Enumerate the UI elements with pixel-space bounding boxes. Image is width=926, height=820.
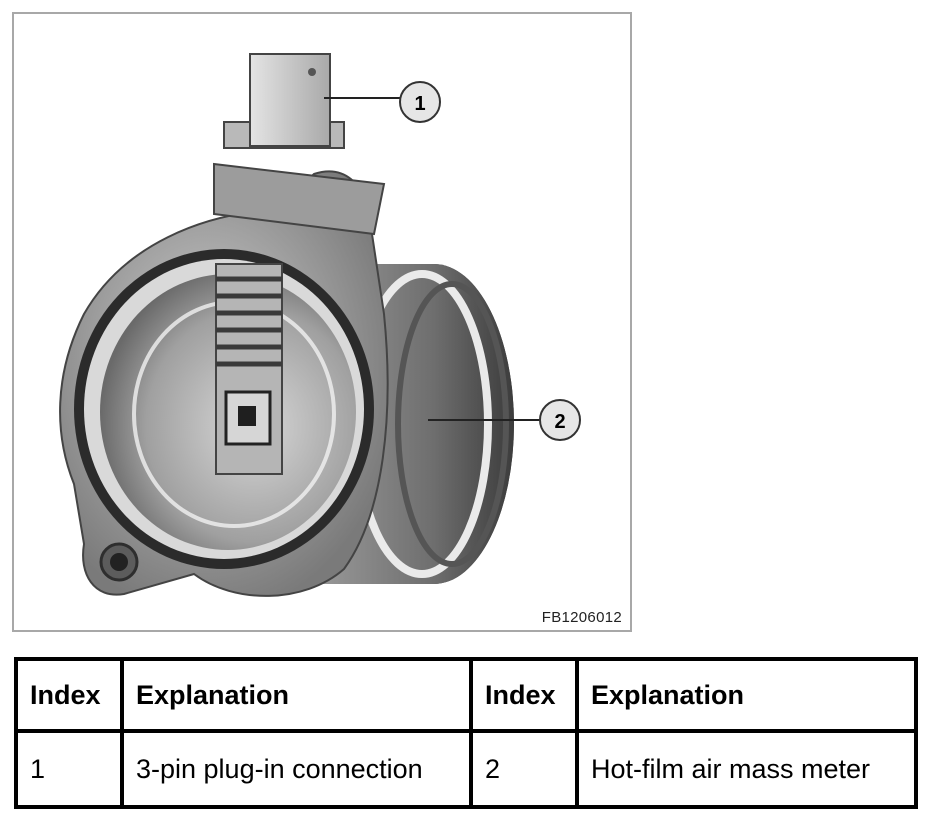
cell-index-1: 1 xyxy=(14,729,124,809)
table-row: 1 3-pin plug-in connection 2 Hot-film ai… xyxy=(14,729,918,809)
cell-explanation-2: Hot-film air mass meter xyxy=(575,729,918,809)
header-index-1: Index xyxy=(14,657,124,733)
legend-table: Index Explanation Index Explanation 1 3-… xyxy=(14,657,918,809)
cell-explanation-1: 3-pin plug-in connection xyxy=(120,729,473,809)
callout-2: 2 xyxy=(428,399,581,441)
plug-connector xyxy=(213,53,386,236)
callout-1: 1 xyxy=(324,81,441,123)
cell-index-2: 2 xyxy=(469,729,579,809)
callout-1-label: 1 xyxy=(414,93,425,115)
sensor-element xyxy=(215,263,283,475)
air-mass-meter-illustration: 1 2 xyxy=(59,53,581,597)
header-explanation-2: Explanation xyxy=(575,657,918,733)
legend-header-row: Index Explanation Index Explanation xyxy=(14,657,918,733)
header-index-2: Index xyxy=(469,657,579,733)
figure-frame: 1 2 FB1206012 xyxy=(12,12,632,632)
callout-2-label: 2 xyxy=(554,411,565,433)
header-explanation-1: Explanation xyxy=(120,657,473,733)
figure-id: FB1206012 xyxy=(541,609,622,626)
